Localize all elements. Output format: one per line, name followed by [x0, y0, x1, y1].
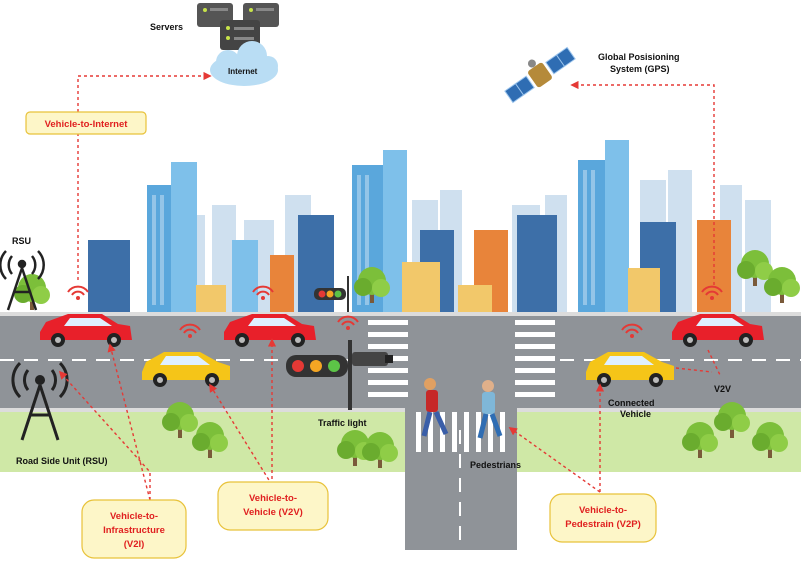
svg-text:Vehicle-to-: Vehicle-to-	[249, 493, 297, 504]
crosswalk	[368, 320, 555, 452]
car-red-2	[224, 314, 316, 347]
gps-label-line1: Global Posisioning	[598, 52, 680, 62]
city-skyline	[88, 140, 771, 315]
pedestrian-icon-1	[421, 378, 449, 437]
rsu-bottom-label: Road Side Unit (RSU)	[16, 456, 108, 466]
svg-text:Infrastructure: Infrastructure	[103, 525, 165, 536]
grass	[0, 412, 801, 472]
svg-text:Vehicle-to-: Vehicle-to-	[579, 505, 627, 516]
callout-vehicle-to-internet: Vehicle-to-Internet	[25, 111, 147, 135]
car-yellow-1	[142, 352, 230, 387]
internet-label: Internet	[228, 67, 258, 76]
svg-text:Vehicle-to-: Vehicle-to-	[110, 511, 158, 522]
callout-v2i: Vehicle-to- Infrastructure (V2I)	[81, 499, 187, 559]
servers-icon	[197, 3, 279, 50]
car-red-3	[672, 314, 764, 347]
traffic-light-icon	[286, 340, 393, 410]
road	[0, 312, 801, 550]
v2v-label: V2V	[714, 384, 731, 394]
callout-v2p: Vehicle-to- Pedestrain (V2P)	[549, 493, 657, 543]
gps-label-line2: System (GPS)	[610, 64, 670, 74]
rsu-tower-icon-top	[0, 250, 45, 311]
svg-text:(V2I): (V2I)	[124, 539, 145, 550]
svg-text:Pedestrain (V2P): Pedestrain (V2P)	[565, 519, 641, 530]
connection-lines	[58, 71, 721, 501]
pedestrians-label: Pedestrians	[470, 460, 521, 470]
svg-text:Vehicle (V2V): Vehicle (V2V)	[243, 507, 303, 518]
callout-v2v: Vehicle-to- Vehicle (V2V)	[217, 481, 329, 531]
satellite-icon	[504, 46, 576, 104]
servers-label: Servers	[150, 22, 183, 32]
connected-vehicle-label-line1: Connected	[608, 398, 655, 408]
connected-vehicle-label-line2: Vehicle	[620, 409, 651, 419]
internet-cloud-icon	[210, 41, 278, 86]
pedestrian-icon-2	[477, 380, 503, 439]
traffic-light-label: Traffic light	[318, 418, 367, 428]
rsu-top-label: RSU	[12, 236, 31, 246]
svg-text:Vehicle-to-Internet: Vehicle-to-Internet	[45, 119, 129, 130]
traffic-light-small-icon	[314, 276, 349, 312]
